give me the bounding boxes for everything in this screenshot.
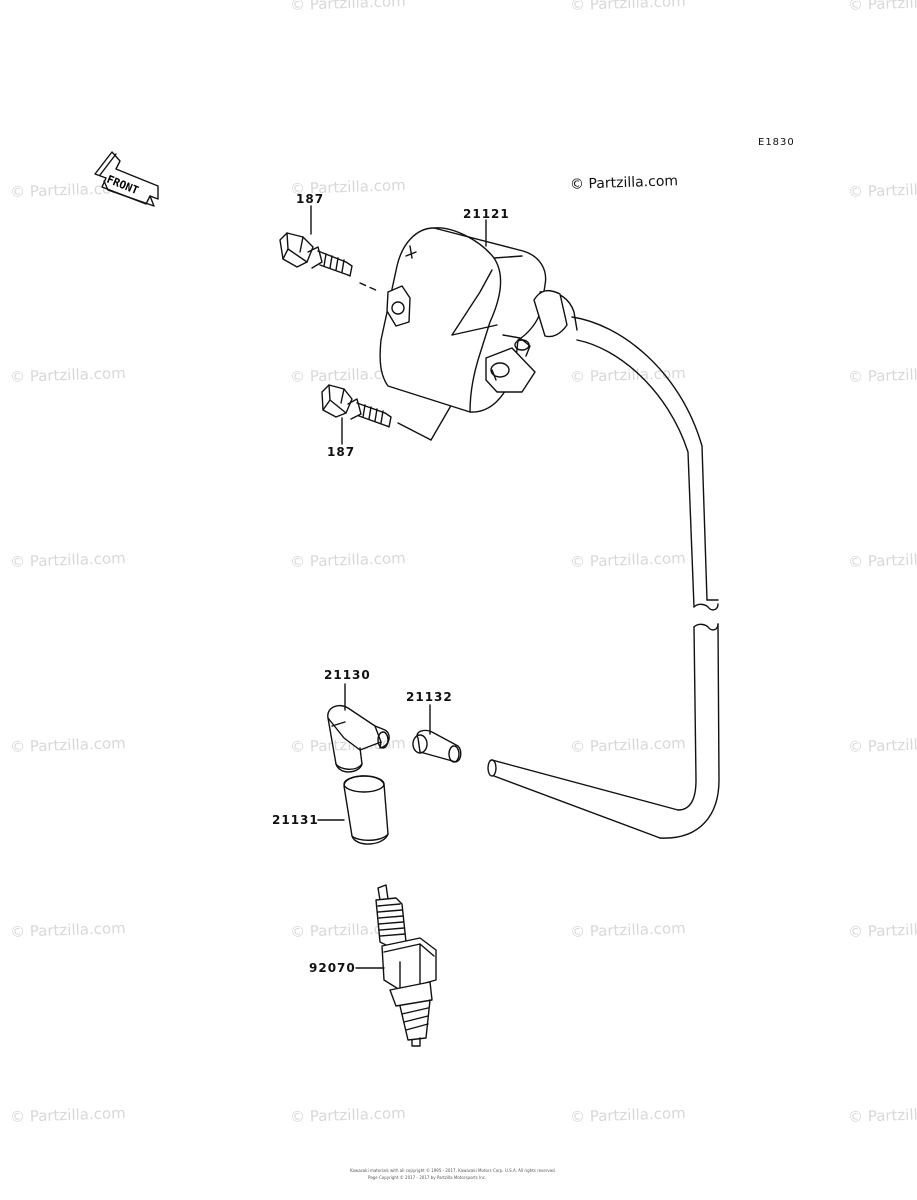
bolt-bottom: [321, 384, 392, 428]
label-cap-boot-21131[interactable]: 21131: [272, 813, 319, 827]
diagram-code: E1830: [758, 137, 795, 148]
label-bolt-187-top[interactable]: 187: [296, 192, 325, 206]
cap-boot: [343, 775, 389, 845]
label-spark-plug-92070[interactable]: 92070: [309, 961, 356, 975]
footer-copyright-line2: Page Copyright © 2017 - 2017 by Partzill…: [368, 1175, 487, 1180]
high-tension-lead: [487, 289, 720, 839]
spark-plug-cap: [327, 704, 390, 773]
cap-sleeve: [412, 729, 462, 763]
bolt-top: [279, 232, 353, 277]
front-arrow-icon: [94, 151, 159, 207]
label-bolt-187-bottom[interactable]: 187: [327, 445, 356, 459]
label-ignition-coil-21121[interactable]: 21121: [463, 207, 510, 221]
spark-plug: [375, 884, 437, 1047]
footer-copyright-line1: Kawasaki materials with all copyright © …: [350, 1168, 556, 1173]
ignition-coil: [379, 227, 547, 413]
label-cap-sleeve-21132[interactable]: 21132: [406, 690, 453, 704]
label-plug-cap-21130[interactable]: 21130: [324, 668, 371, 682]
